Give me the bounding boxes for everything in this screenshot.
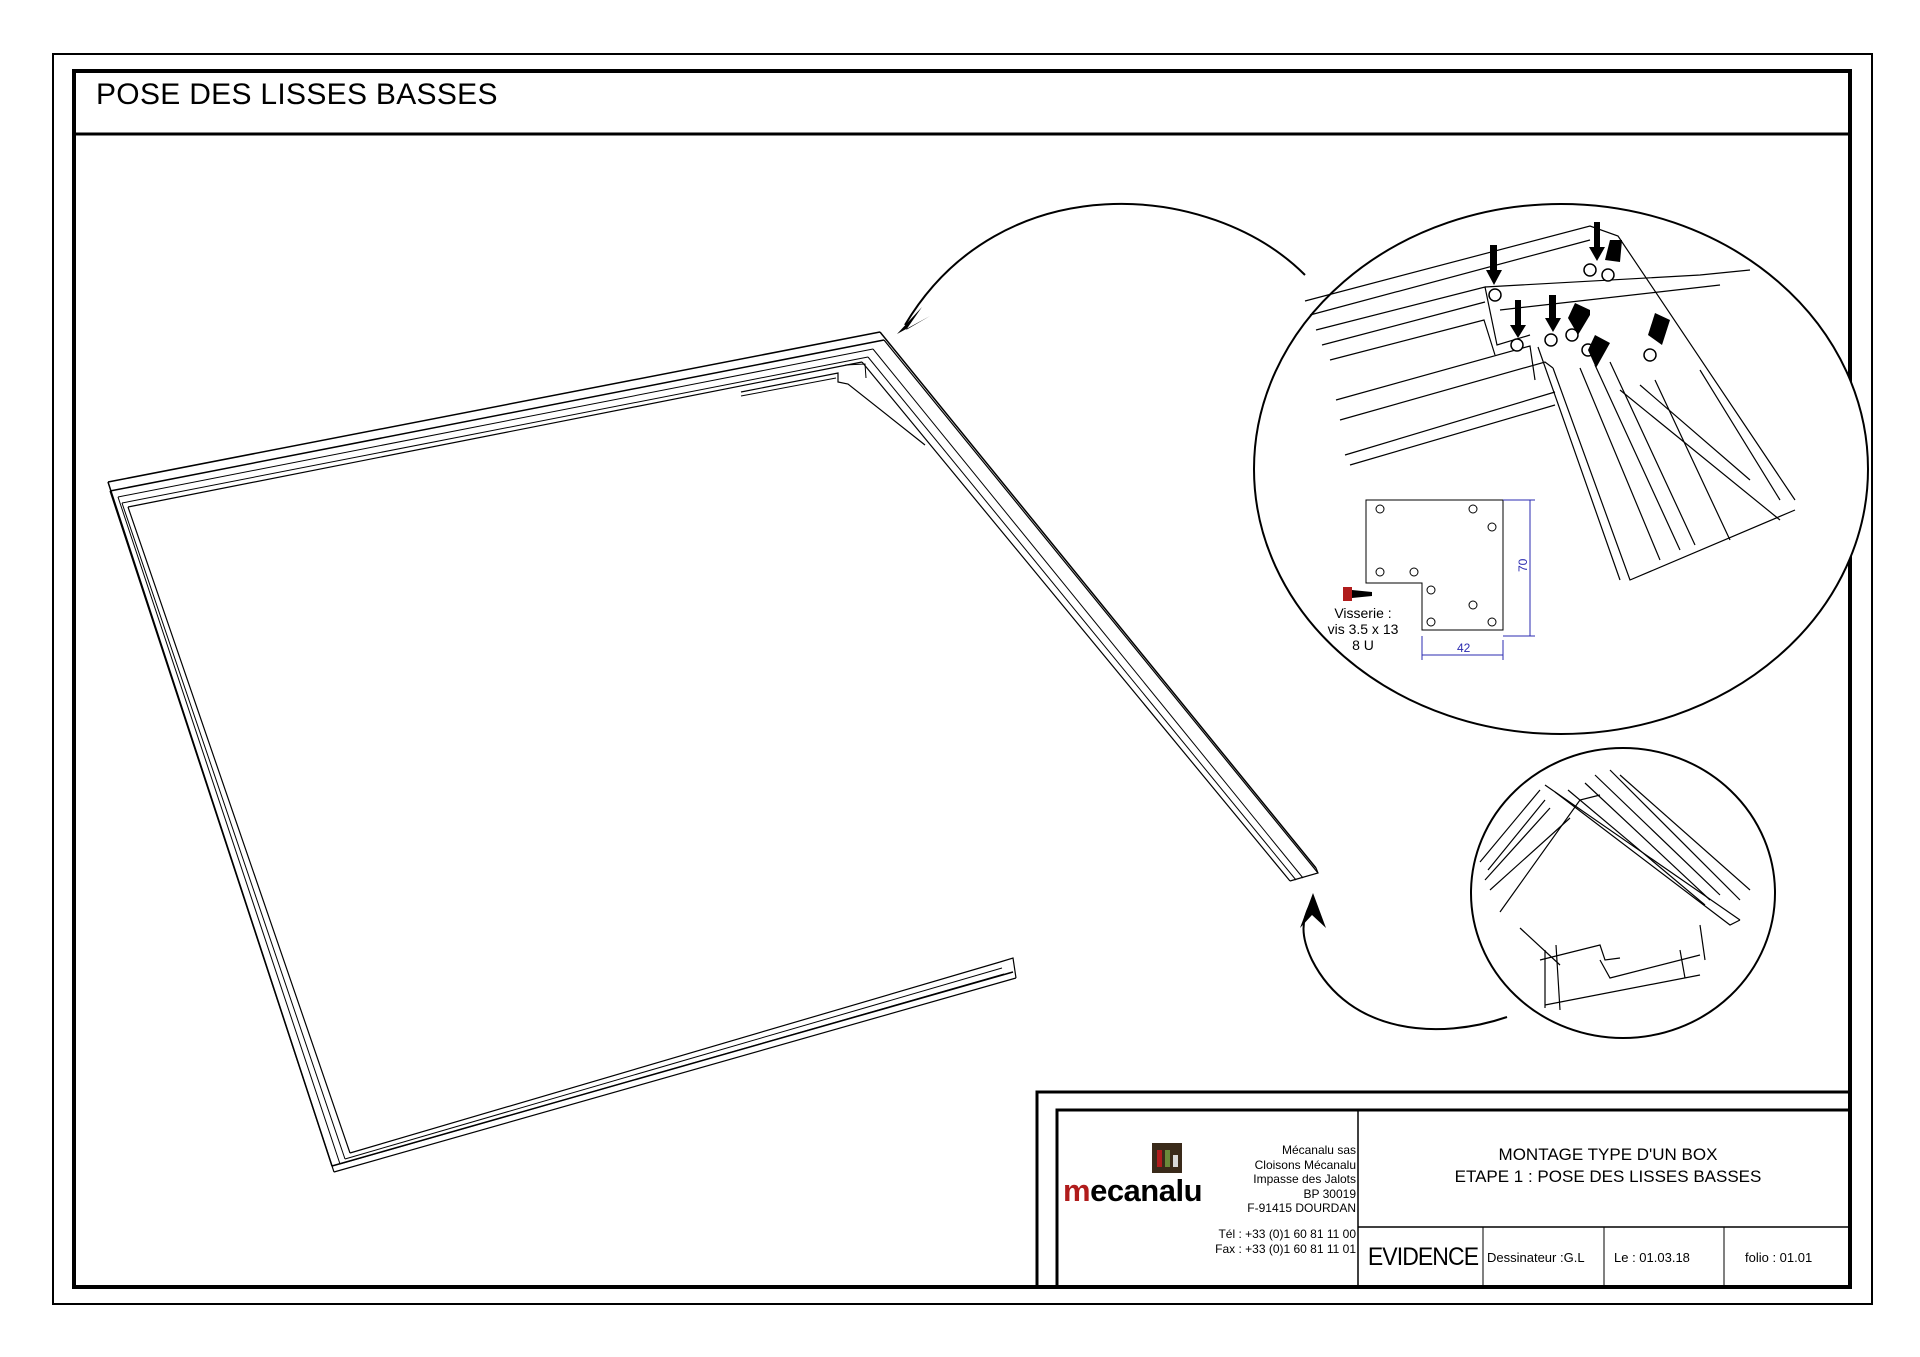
company-address: Mécanalu sas Cloisons Mécanalu Impasse d… <box>1188 1143 1356 1216</box>
screw-sample-icon <box>1343 587 1372 601</box>
cartouche-title-line1: MONTAGE TYPE D'UN BOX <box>1498 1145 1718 1164</box>
address-line: Mécanalu sas <box>1281 1143 1356 1157</box>
brand-rest: ecanalu <box>1090 1173 1203 1208</box>
mecanalu-logo-icon <box>1152 1143 1182 1173</box>
arrowhead-top-icon <box>897 307 930 334</box>
corner-profile-detail <box>1304 225 1796 581</box>
outer-border <box>52 53 1873 1305</box>
address-line: BP 30019 <box>1303 1186 1357 1201</box>
curved-arrow-top <box>904 202 1306 326</box>
brand-prefix: m <box>1063 1173 1091 1208</box>
address-line: Cloisons Mécanalu <box>1254 1157 1356 1172</box>
dimension-width-label: 42 <box>1457 641 1471 655</box>
screw-spec-line: 8 U <box>1352 637 1374 653</box>
inner-border <box>72 69 1852 1289</box>
company-contact: Tél : +33 (0)1 60 81 11 00 Fax : +33 (0)… <box>1150 1227 1356 1256</box>
screw-icons <box>1488 263 1657 362</box>
address-line: F-91415 DOURDAN <box>1247 1201 1356 1215</box>
dimension-lines <box>1421 499 1535 660</box>
arrowhead-bottom-icon <box>1300 893 1326 928</box>
date-label: Le : 01.03.18 <box>1614 1250 1690 1265</box>
screw-spec-line: Visserie : <box>1334 605 1392 621</box>
phone-number: Tél : +33 (0)1 60 81 11 00 <box>1218 1227 1356 1241</box>
detail-circle-corner <box>1253 203 1869 735</box>
screw-spec-line: vis 3.5 x 13 <box>1327 621 1399 637</box>
detail-circle-profile <box>1470 747 1776 1039</box>
curved-arrow-bottom <box>1302 904 1508 1031</box>
page-title: POSE DES LISSES BASSES <box>96 78 498 111</box>
fax-number: Fax : +33 (0)1 60 81 11 01 <box>1215 1241 1356 1256</box>
screw-arrows-icon <box>1486 222 1670 368</box>
product-name: EVIDENCE <box>1367 1243 1479 1271</box>
dimension-height-label: 70 <box>1516 558 1530 572</box>
profile-section-detail <box>1479 769 1751 1011</box>
folio-label: folio : 01.01 <box>1745 1250 1813 1265</box>
frame-assembly <box>107 331 1319 1173</box>
cartouche-title-line2: ETAPE 1 : POSE DES LISSES BASSES <box>1454 1167 1762 1186</box>
address-line: Impasse des Jalots <box>1253 1172 1356 1186</box>
brand-logo-text: mecanalu <box>1063 1173 1203 1209</box>
cartouche-frame <box>1035 1090 1850 1287</box>
designer-label: Dessinateur :G.L <box>1487 1250 1585 1265</box>
cartouche-box <box>1055 1108 1852 1289</box>
screw-spec-label: Visserie : vis 3.5 x 13 8 U <box>1313 605 1413 653</box>
